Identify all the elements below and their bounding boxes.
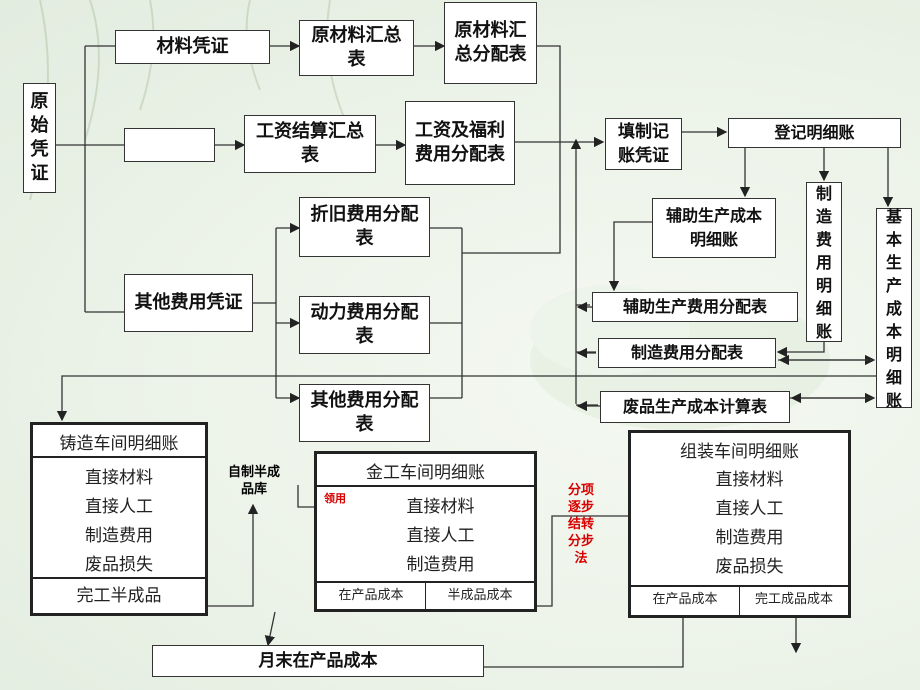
- method-label: 分项逐步结转分步法: [567, 483, 594, 566]
- scrap-calc-label: 废品生产成本计算表: [622, 397, 767, 416]
- aux-detail-label: 辅助生产成本明细账: [665, 206, 762, 249]
- metal-row: 制造费用: [406, 555, 475, 575]
- assembly-wip-cost: 在产品成本: [631, 587, 740, 615]
- casting-ledger-footer: 完工半成品: [76, 586, 162, 606]
- receive-note: 领用: [317, 490, 353, 507]
- casting-row: 直接人工: [85, 497, 153, 517]
- assembly-row: 直接人工: [715, 499, 784, 519]
- basic-detail-label: 基本生产成本明细账: [885, 206, 902, 410]
- material-allocation-box: 原材料汇总分配表: [444, 2, 537, 84]
- register-detail-box: 登记明细账: [728, 118, 901, 148]
- metal-workshop-ledger: 金工车间明细账 直接材料 直接人工 制造费用 在产品成本 半成品成本: [314, 451, 537, 612]
- aux-detail-box: 辅助生产成本明细账: [652, 198, 776, 258]
- assembly-workshop-ledger: 组装车间明细账 直接材料 直接人工 制造费用 废品损失 在产品成本 完工成品成本: [628, 430, 851, 618]
- scrap-calc-box: 废品生产成本计算表: [600, 391, 790, 423]
- wage-summary-box: 工资结算汇总表: [244, 115, 376, 173]
- original-voucher-box: 原始凭证: [23, 83, 56, 193]
- mfg-detail-label: 制造费用明细账: [815, 183, 832, 341]
- casting-row: 制造费用: [85, 526, 153, 546]
- mfg-allocation-box: 制造费用分配表: [598, 338, 776, 368]
- month-end-wip-label: 月末在产品成本: [258, 651, 378, 671]
- mfg-detail-box: 制造费用明细账: [806, 182, 842, 342]
- power-label: 动力费用分配表: [310, 302, 419, 347]
- journal-voucher-label: 填制记账凭证: [618, 122, 669, 166]
- journal-voucher-box: 填制记账凭证: [605, 118, 682, 170]
- casting-row: 废品损失: [85, 555, 153, 575]
- original-voucher-label: 原始凭证: [30, 91, 49, 184]
- material-allocation-label: 原材料汇总分配表: [454, 20, 527, 65]
- assembly-row: 制造费用: [715, 528, 784, 548]
- casting-workshop-ledger: 铸造车间明细账 直接材料 直接人工 制造费用 废品损失 完工半成品: [30, 422, 208, 616]
- other-allocation-box: 其他费用分配表: [299, 384, 430, 442]
- aux-allocation-label: 辅助生产费用分配表: [622, 297, 767, 316]
- basic-detail-box: 基本生产成本明细账: [876, 207, 912, 410]
- month-end-wip-box: 月末在产品成本: [152, 645, 484, 677]
- other-voucher-box: 其他费用凭证: [124, 274, 253, 332]
- wage-voucher-box: [124, 128, 215, 162]
- mfg-allocation-label: 制造费用分配表: [630, 343, 743, 362]
- self-made-store-label: 自制半成品库: [227, 465, 280, 497]
- assembly-row: 废品损失: [715, 557, 784, 577]
- depreciation-box: 折旧费用分配表: [299, 197, 430, 257]
- metal-wip-cost: 在产品成本: [317, 583, 426, 609]
- aux-allocation-box: 辅助生产费用分配表: [592, 292, 798, 322]
- power-box: 动力费用分配表: [299, 296, 430, 354]
- depreciation-label: 折旧费用分配表: [310, 204, 419, 249]
- material-voucher-label: 材料凭证: [156, 36, 229, 57]
- casting-row: 直接材料: [85, 468, 153, 488]
- other-allocation-label: 其他费用分配表: [310, 390, 419, 435]
- assembly-ledger-title: 组装车间明细账: [680, 442, 799, 462]
- register-detail-label: 登记明细账: [774, 123, 855, 142]
- wage-welfare-label: 工资及福利费用分配表: [415, 120, 505, 165]
- metal-row: 直接人工: [406, 526, 475, 546]
- self-made-store-note: 自制半成品库: [226, 464, 282, 498]
- assembly-finished-cost: 完工成品成本: [754, 592, 833, 607]
- material-summary-box: 原材料汇总表: [299, 20, 414, 76]
- wage-welfare-box: 工资及福利费用分配表: [405, 101, 515, 185]
- material-voucher-box: 材料凭证: [115, 30, 270, 64]
- material-summary-label: 原材料汇总表: [311, 25, 402, 70]
- wage-summary-label: 工资结算汇总表: [256, 121, 364, 166]
- casting-ledger-title: 铸造车间明细账: [33, 425, 205, 458]
- metal-row: 直接材料: [406, 497, 475, 517]
- metal-semi-cost: 半成品成本: [447, 588, 513, 603]
- method-note: 分项逐步结转分步法: [563, 482, 599, 567]
- receive-label: 领用: [324, 492, 346, 505]
- assembly-row: 直接材料: [715, 470, 784, 490]
- metal-ledger-title: 金工车间明细账: [317, 454, 534, 487]
- other-voucher-label: 其他费用凭证: [134, 292, 243, 313]
